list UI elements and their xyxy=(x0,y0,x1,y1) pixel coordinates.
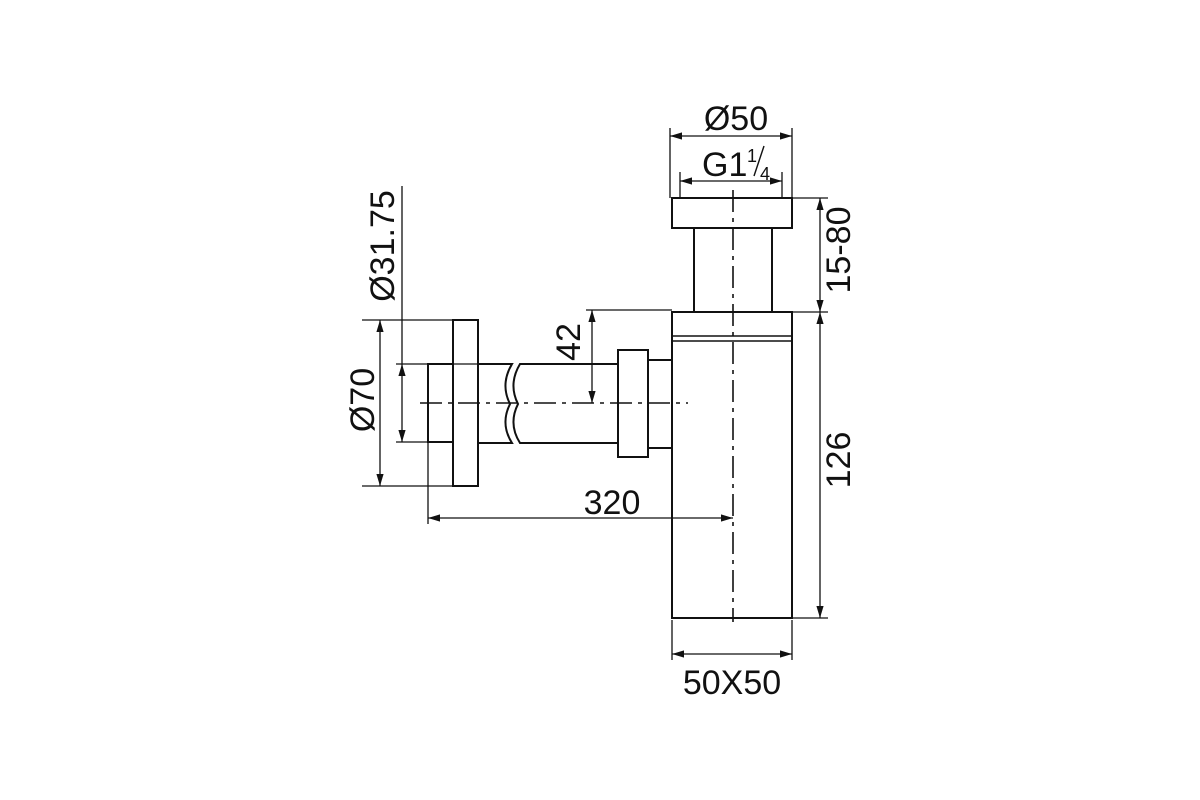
body-section-label: 50X50 xyxy=(683,664,781,702)
wall-flange-diameter-label: Ø70 xyxy=(344,368,382,432)
body-height-label: 126 xyxy=(820,432,858,489)
thread-fraction-bar xyxy=(753,145,765,177)
dim-body-height: 126 xyxy=(792,312,858,619)
height-adjust-label: 15-80 xyxy=(820,207,858,294)
dim-wall-distance: 320 xyxy=(427,442,733,524)
trap-body-group xyxy=(671,197,793,619)
thread-fraction-numerator: 1 xyxy=(747,146,757,166)
wall-distance-label: 320 xyxy=(584,484,641,522)
thread-fraction-denominator: 4 xyxy=(760,164,770,184)
dim-outlet-height: 42 xyxy=(550,309,672,403)
pipe-sleeve xyxy=(647,359,673,449)
top-diameter-label: Ø50 xyxy=(704,100,768,138)
pipe-diameter-label: Ø31.75 xyxy=(364,190,402,302)
dim-thread: G1 1 4 xyxy=(679,145,783,198)
pipe-wall-segment xyxy=(477,363,514,444)
dim-top-diameter: Ø50 xyxy=(669,100,793,198)
outlet-height-label: 42 xyxy=(550,323,588,361)
thread-label: G1 xyxy=(702,146,747,184)
dim-pipe-diameter: Ø31.75 xyxy=(364,186,478,443)
top-cap xyxy=(671,197,793,229)
dim-body-section: 50X50 xyxy=(671,620,793,702)
dim-height-adjust: 15-80 xyxy=(792,197,858,313)
dim-wall-flange-diameter: Ø70 xyxy=(344,319,453,487)
main-body xyxy=(671,311,793,619)
